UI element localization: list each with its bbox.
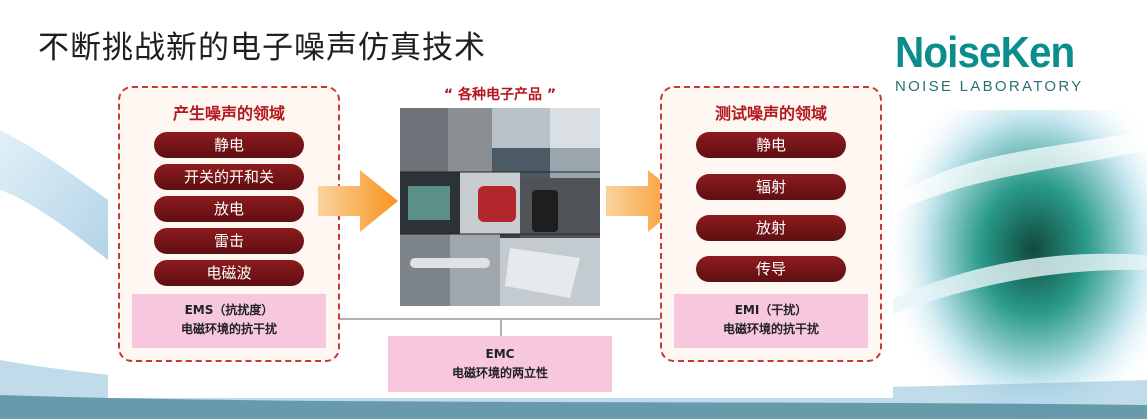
logo-main-text: NoiseKen [895, 28, 1075, 77]
noise-testing-title: 测试噪声的领域 [714, 104, 827, 123]
ems-label: EMS（抗扰度） 电磁环境的抗干扰 [132, 294, 326, 348]
product-collage-image [400, 108, 600, 306]
emi-line1: EMI（干扰） [734, 303, 808, 317]
ems-line2: 电磁环境的抗干扰 [180, 322, 277, 336]
emi-line2: 电磁环境的抗干扰 [722, 322, 819, 336]
noise-generation-title: 产生噪声的领域 [172, 104, 285, 123]
left-item-switching: 开关的开和关 [154, 164, 304, 190]
left-item-lightning: 雷击 [154, 228, 304, 254]
connector-vertical [500, 318, 502, 336]
right-item-radiation: 辐射 [696, 174, 846, 200]
ems-line1: EMS（抗扰度） [184, 303, 274, 317]
emc-label: EMC 电磁环境的两立性 [388, 336, 612, 392]
page-title: 不断挑战新的电子噪声仿真技术 [38, 30, 486, 66]
noise-testing-box: 测试噪声的领域 静电 辐射 放射 传导 EMI（干扰） 电磁环境的抗干扰 [660, 86, 882, 362]
noiseken-logo: NoiseKen NOISE LABORATORY [895, 30, 1090, 110]
left-item-esd: 静电 [154, 132, 304, 158]
right-item-conduction: 传导 [696, 256, 846, 282]
emc-line2: 电磁环境的两立性 [451, 366, 548, 380]
emi-label: EMI（干扰） 电磁环境的抗干扰 [674, 294, 868, 348]
left-item-em-wave: 电磁波 [154, 260, 304, 286]
right-arrow-icon [318, 170, 398, 232]
left-item-discharge: 放电 [154, 196, 304, 222]
right-item-emission: 放射 [696, 215, 846, 241]
products-label: “ 各种电子产品 ” [443, 87, 557, 103]
noise-generation-box: 产生噪声的领域 静电 开关的开和关 放电 雷击 电磁波 EMS（抗扰度） 电磁环… [118, 86, 340, 362]
emc-line1: EMC [485, 347, 515, 361]
right-item-esd: 静电 [696, 132, 846, 158]
logo-sub-text: NOISE LABORATORY [895, 78, 1084, 95]
